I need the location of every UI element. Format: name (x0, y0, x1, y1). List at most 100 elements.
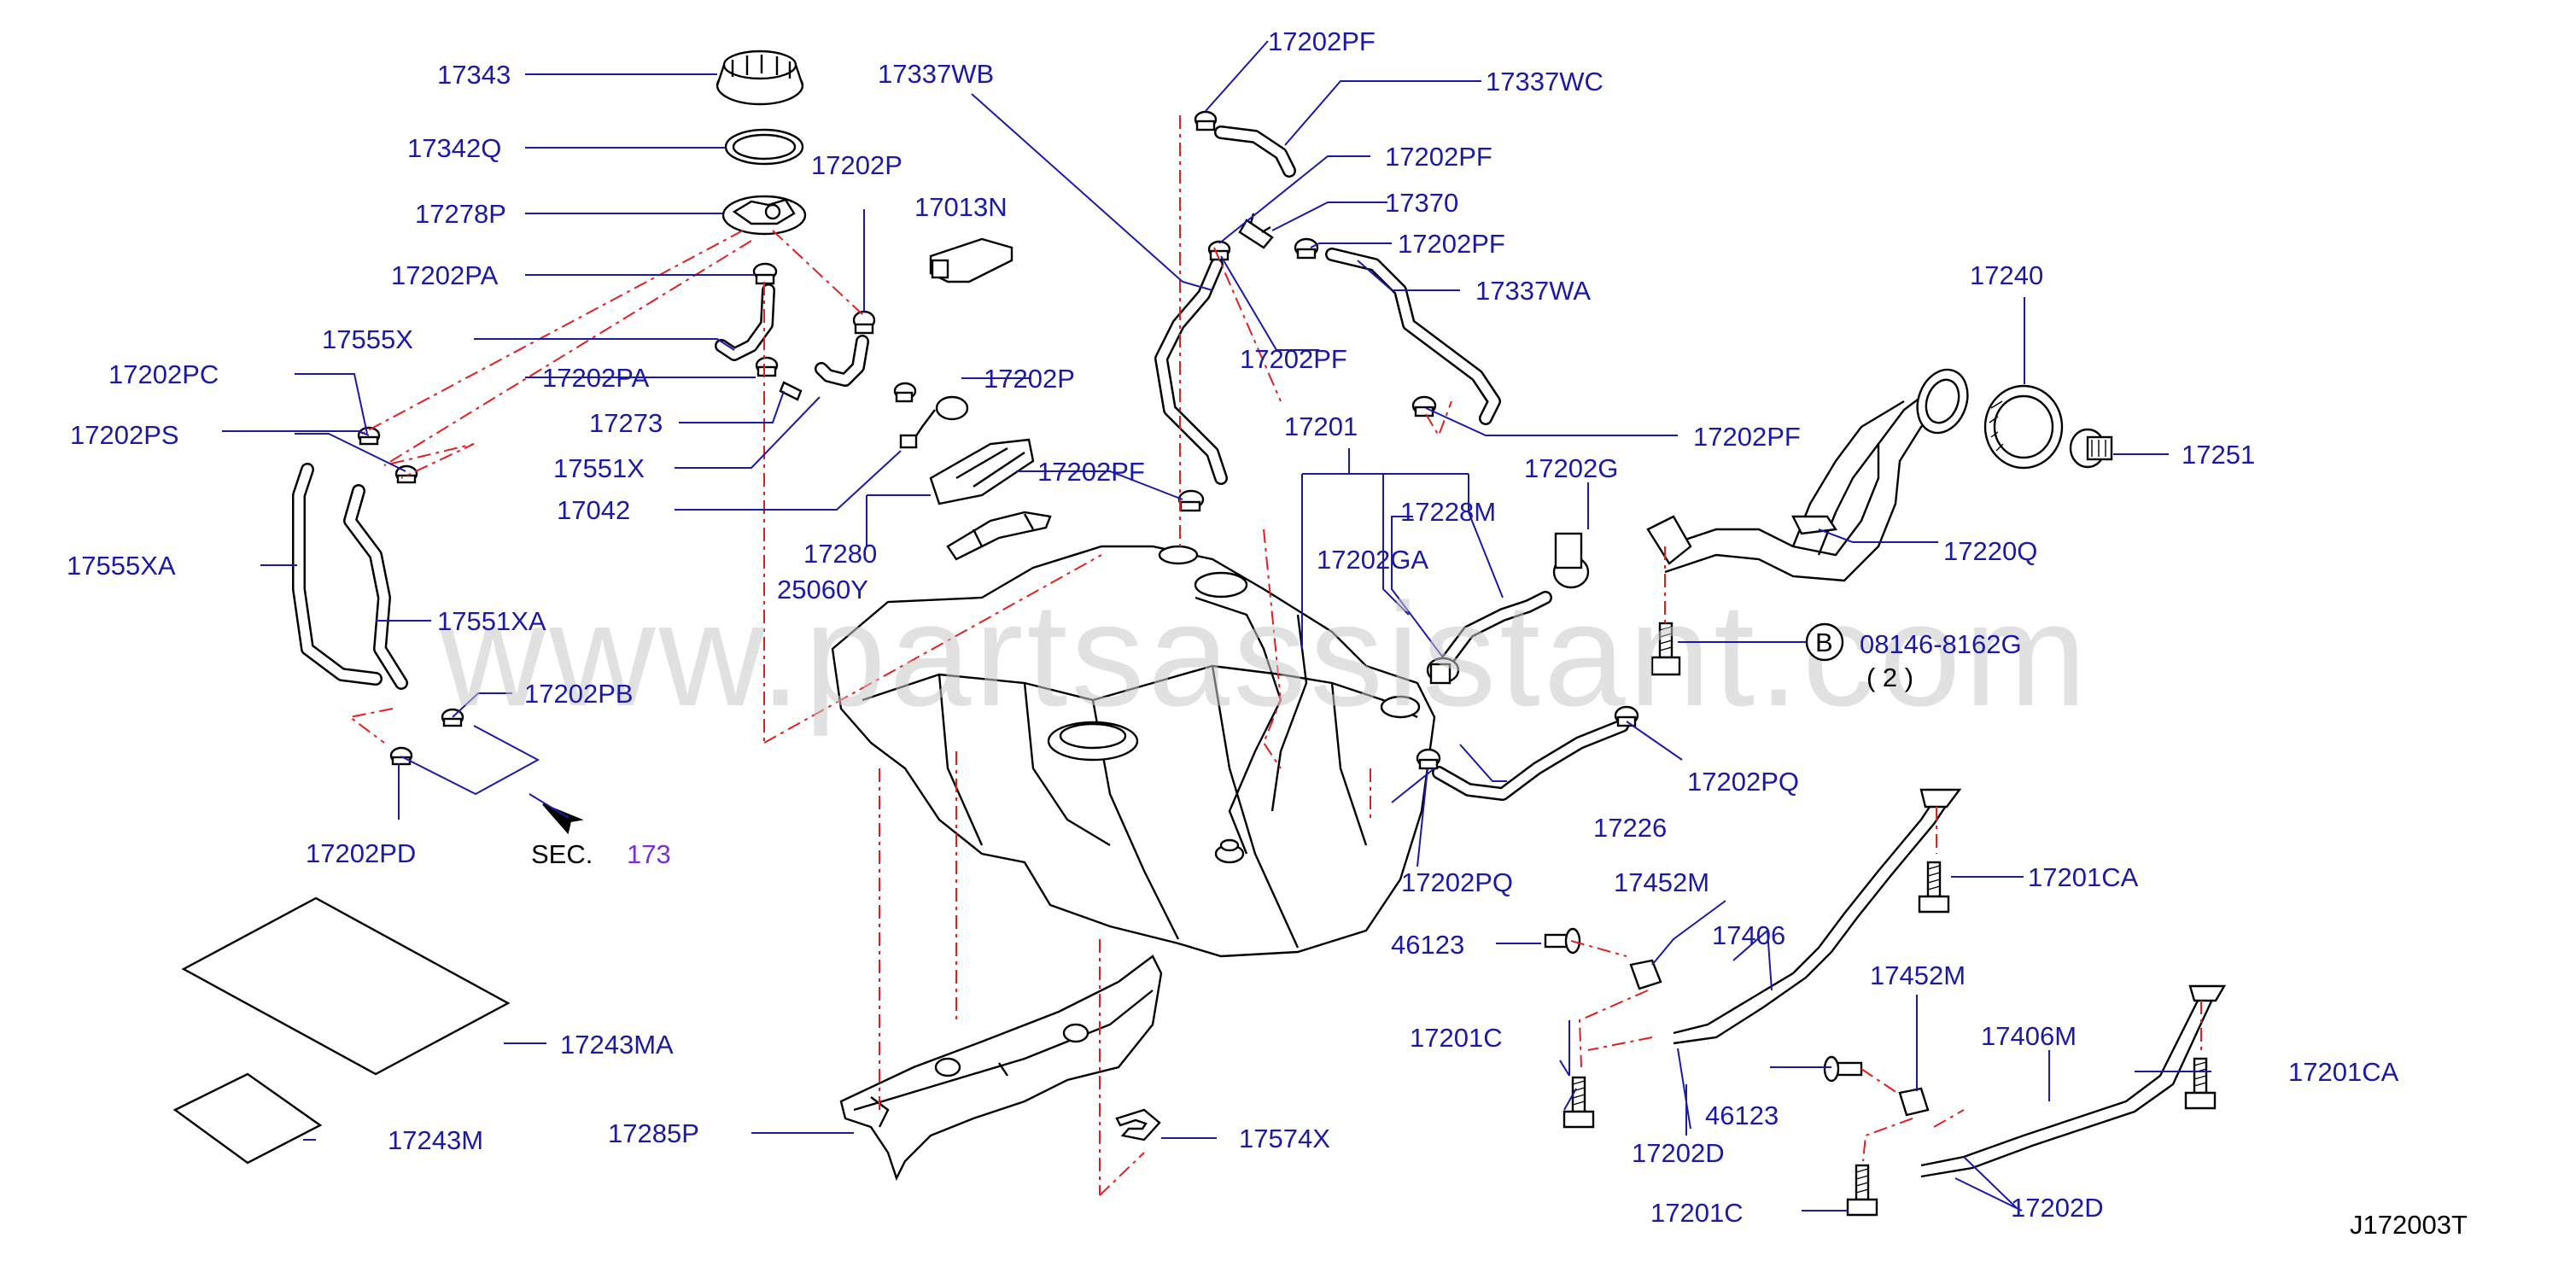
label-17280[interactable]: 17280 (803, 539, 877, 569)
label-17202PF-4[interactable]: 17202PF (1240, 344, 1347, 374)
label-17202PC[interactable]: 17202PC (108, 359, 219, 389)
label-17202PB[interactable]: 17202PB (524, 679, 634, 709)
label-17220Q[interactable]: 17220Q (1943, 536, 2037, 566)
label-17273[interactable]: 17273 (589, 408, 663, 438)
label-17337WC[interactable]: 17337WC (1486, 67, 1603, 96)
clip-25060Y[interactable] (946, 511, 1052, 561)
stud-46123-2[interactable] (1823, 1055, 1863, 1083)
bolt-08146-8162G[interactable] (1650, 622, 1681, 676)
label-17555XA[interactable]: 17555XA (67, 551, 176, 581)
label-17202D-1[interactable]: 17202D (1632, 1138, 1725, 1168)
bracket-17452M-1[interactable] (1629, 959, 1662, 990)
stud-46123-1[interactable] (1544, 927, 1581, 955)
connector-17370[interactable] (1238, 213, 1274, 249)
hose-17228M[interactable] (1436, 591, 1552, 673)
label-17202PD[interactable]: 17202PD (306, 838, 416, 868)
label-17202PQ-2[interactable]: 17202PQ (1401, 867, 1513, 897)
hose-17226[interactable] (1432, 719, 1629, 801)
label-17337WA[interactable]: 17337WA (1475, 276, 1591, 306)
heat-shield-part[interactable] (839, 955, 1163, 1182)
filler-tube-17220Q[interactable] (1646, 363, 1976, 582)
hose-17337WC[interactable] (1214, 126, 1296, 178)
label-17452M-1[interactable]: 17452M (1614, 867, 1709, 897)
hose-17337WA[interactable] (1325, 248, 1501, 425)
label-17406M[interactable]: 17406M (1981, 1021, 2077, 1051)
hose-17551X[interactable] (815, 335, 869, 387)
label-17370[interactable]: 17370 (1385, 188, 1458, 218)
label-17201C-2[interactable]: 17201C (1650, 1198, 1744, 1228)
label-46123-1[interactable]: 46123 (1391, 930, 1464, 960)
clip-17202PQ-2[interactable] (1416, 748, 1441, 770)
label-17452M-2[interactable]: 17452M (1870, 960, 1966, 990)
clip-17202PA-1[interactable] (752, 262, 778, 285)
label-17243M[interactable]: 17243M (388, 1125, 483, 1155)
label-17202P-2[interactable]: 17202P (984, 364, 1075, 394)
label-17551X[interactable]: 17551X (553, 453, 645, 483)
insulator-pad-small[interactable] (172, 1072, 323, 1165)
valve-17273[interactable] (779, 381, 803, 401)
label-17343[interactable]: 17343 (437, 60, 511, 90)
bracket-17280[interactable] (929, 438, 1035, 505)
label-17337WB[interactable]: 17337WB (878, 59, 994, 89)
label-17342Q[interactable]: 17342Q (407, 133, 501, 163)
label-17243MA[interactable]: 17243MA (560, 1030, 674, 1060)
hose-17555X[interactable] (715, 283, 775, 361)
section-ref-number[interactable]: 173 (627, 839, 671, 869)
label-17555X[interactable]: 17555X (322, 324, 413, 354)
label-17202PA-2[interactable]: 17202PA (542, 363, 650, 393)
clip-17202PF-1[interactable] (1194, 110, 1218, 131)
label-17251[interactable]: 17251 (2182, 440, 2255, 470)
bracket-17013N[interactable] (929, 237, 1013, 283)
filler-cap-17343[interactable] (716, 50, 804, 106)
hose-17555XA[interactable] (292, 463, 383, 686)
label-17226[interactable]: 17226 (1593, 813, 1667, 843)
bolt-17201CA-1[interactable] (1918, 861, 1950, 914)
bolt-callout-part[interactable]: 08146-8162G (1860, 629, 2022, 659)
clip-17202G[interactable] (1552, 532, 1590, 589)
clip-17202PD[interactable] (389, 746, 413, 766)
bracket-17452M-2[interactable] (1898, 1087, 1930, 1117)
label-17202PS[interactable]: 17202PS (70, 420, 179, 450)
clip-17202GA[interactable] (1426, 657, 1460, 685)
label-17202G[interactable]: 17202G (1524, 453, 1618, 483)
label-17202P-1[interactable]: 17202P (811, 150, 902, 180)
label-17202PQ-1[interactable]: 17202PQ (1687, 767, 1799, 797)
label-17240[interactable]: 17240 (1970, 260, 2043, 290)
label-17201C-1[interactable]: 17201C (1410, 1023, 1503, 1053)
sender-unit-17278P[interactable] (721, 195, 807, 236)
label-17278P[interactable]: 17278P (415, 199, 506, 229)
strap-17406[interactable] (1673, 788, 1962, 1045)
label-17202PA-1[interactable]: 17202PA (391, 260, 499, 290)
label-17202PF-1[interactable]: 17202PF (1268, 26, 1376, 56)
bolt-17201CA-2[interactable] (2184, 1057, 2217, 1110)
label-17042[interactable]: 17042 (557, 495, 630, 525)
gasket-17342Q[interactable] (724, 128, 804, 166)
label-17285P[interactable]: 17285P (608, 1118, 699, 1148)
bolt-17201C-2[interactable] (1846, 1164, 1878, 1217)
label-17201CA-2[interactable]: 17201CA (2288, 1057, 2399, 1087)
clip-17202P-2[interactable] (893, 382, 917, 403)
label-25060Y[interactable]: 25060Y (777, 575, 868, 604)
clip-17202PF-2[interactable] (1207, 240, 1231, 261)
strap-17406M[interactable] (1920, 984, 2227, 1178)
label-17202PF-3[interactable]: 17202PF (1398, 229, 1505, 259)
label-17202PF-2[interactable]: 17202PF (1385, 142, 1492, 172)
label-17202PF-left[interactable]: 17202PF (1037, 457, 1145, 487)
label-17201[interactable]: 17201 (1284, 412, 1358, 441)
clip-17202P-1[interactable] (852, 310, 876, 335)
label-17228M[interactable]: 17228M (1400, 497, 1496, 527)
clip-17202PF-4[interactable] (1411, 395, 1437, 417)
label-17202GA[interactable]: 17202GA (1317, 545, 1428, 575)
fuel-cap-17251[interactable] (2069, 428, 2113, 469)
label-17201CA-1[interactable]: 17201CA (2028, 862, 2139, 892)
label-17574X[interactable]: 17574X (1239, 1124, 1330, 1153)
insulator-pad-large[interactable] (181, 896, 511, 1076)
filler-ring-17240[interactable] (1983, 384, 2064, 470)
fuel-tank-part[interactable] (831, 545, 1436, 958)
label-46123-2[interactable]: 46123 (1705, 1101, 1779, 1130)
label-17202D-2[interactable]: 17202D (2011, 1193, 2104, 1223)
connector-17042[interactable] (899, 395, 969, 449)
clip-17202PA-2[interactable] (755, 356, 779, 377)
clip-17202PC[interactable] (357, 426, 381, 446)
clip-17202PF-3[interactable] (1294, 237, 1319, 260)
